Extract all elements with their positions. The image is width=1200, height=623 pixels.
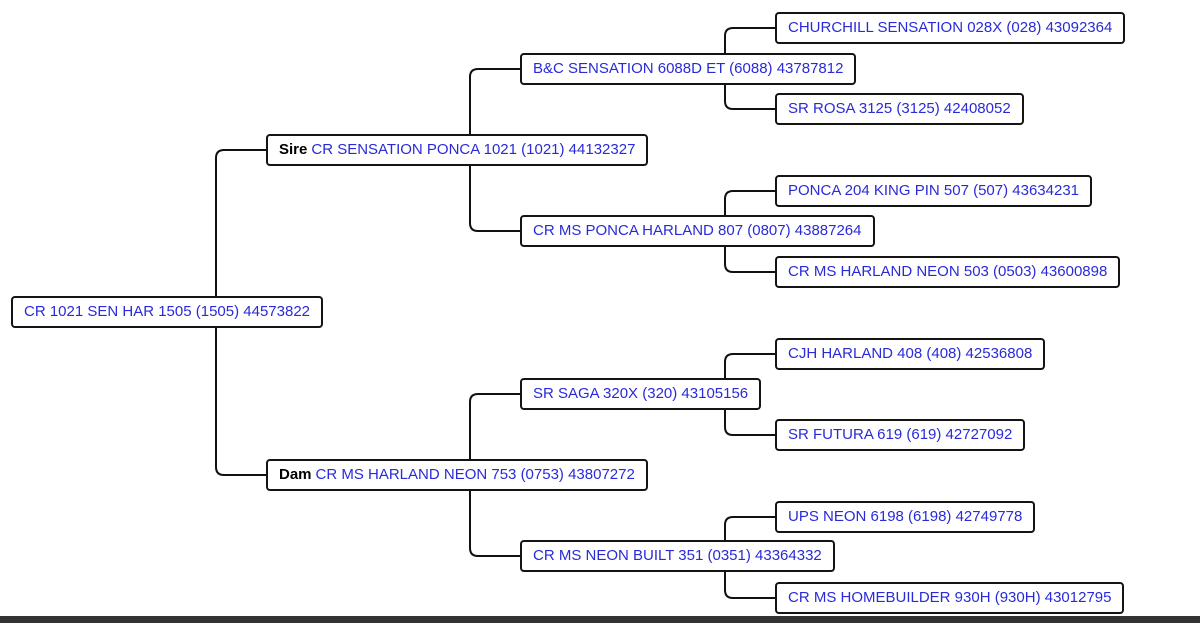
dam-sire-box: SR SAGA 320X (320) 43105156: [520, 378, 762, 410]
sire-sire-sire-box: CHURCHILL SENSATION 028X (028) 43092364: [775, 12, 1126, 44]
dam-dam-dam-box: CR MS HOMEBUILDER 930H (930H) 43012795: [775, 582, 1125, 614]
connector-sire-parents: [469, 68, 520, 232]
dam-sire-dam-link[interactable]: SR FUTURA 619 (619) 42727092: [788, 426, 1013, 443]
sire-sire-link[interactable]: B&C SENSATION 6088D ET (6088) 43787812: [533, 60, 844, 77]
sire-dam-dam-box: CR MS HARLAND NEON 503 (0503) 43600898: [775, 256, 1121, 288]
sire-label: Sire: [279, 141, 308, 158]
connector-dam-parents: [469, 393, 520, 557]
sire-sire-box: B&C SENSATION 6088D ET (6088) 43787812: [520, 53, 857, 85]
sire-sire-dam-link[interactable]: SR ROSA 3125 (3125) 42408052: [788, 100, 1011, 117]
connector-sire-dam-parents: [724, 190, 775, 273]
dam-label: Dam: [279, 466, 312, 483]
sire-sire-sire-link[interactable]: CHURCHILL SENSATION 028X (028) 43092364: [788, 19, 1113, 36]
sire-link[interactable]: CR SENSATION PONCA 1021 (1021) 44132327: [311, 141, 636, 158]
dam-dam-dam-link[interactable]: CR MS HOMEBUILDER 930H (930H) 43012795: [788, 589, 1112, 606]
bottom-bar: [0, 616, 1200, 623]
sire-dam-link[interactable]: CR MS PONCA HARLAND 807 (0807) 43887264: [533, 222, 862, 239]
sire-sire-dam-box: SR ROSA 3125 (3125) 42408052: [775, 93, 1024, 125]
connector-dam-sire-parents: [724, 353, 775, 436]
connector-sire-sire-parents: [724, 27, 775, 110]
dam-dam-link[interactable]: CR MS NEON BUILT 351 (0351) 43364332: [533, 547, 822, 564]
connector-subject-parents: [215, 149, 266, 476]
dam-dam-sire-box: UPS NEON 6198 (6198) 42749778: [775, 501, 1036, 533]
sire-dam-sire-box: PONCA 204 KING PIN 507 (507) 43634231: [775, 175, 1093, 207]
dam-dam-box: CR MS NEON BUILT 351 (0351) 43364332: [520, 540, 835, 572]
subject-animal-link[interactable]: CR 1021 SEN HAR 1505 (1505) 44573822: [24, 303, 311, 320]
dam-sire-sire-link[interactable]: CJH HARLAND 408 (408) 42536808: [788, 345, 1033, 362]
sire-dam-dam-link[interactable]: CR MS HARLAND NEON 503 (0503) 43600898: [788, 263, 1108, 280]
sire-dam-box: CR MS PONCA HARLAND 807 (0807) 43887264: [520, 215, 875, 247]
dam-sire-link[interactable]: SR SAGA 320X (320) 43105156: [533, 385, 749, 402]
dam-link[interactable]: CR MS HARLAND NEON 753 (0753) 43807272: [315, 466, 635, 483]
connector-dam-dam-parents: [724, 516, 775, 599]
dam-sire-dam-box: SR FUTURA 619 (619) 42727092: [775, 419, 1026, 451]
subject-animal-box: CR 1021 SEN HAR 1505 (1505) 44573822: [11, 296, 324, 328]
dam-dam-sire-link[interactable]: UPS NEON 6198 (6198) 42749778: [788, 508, 1023, 525]
dam-sire-sire-box: CJH HARLAND 408 (408) 42536808: [775, 338, 1046, 370]
sire-dam-sire-link[interactable]: PONCA 204 KING PIN 507 (507) 43634231: [788, 182, 1080, 199]
